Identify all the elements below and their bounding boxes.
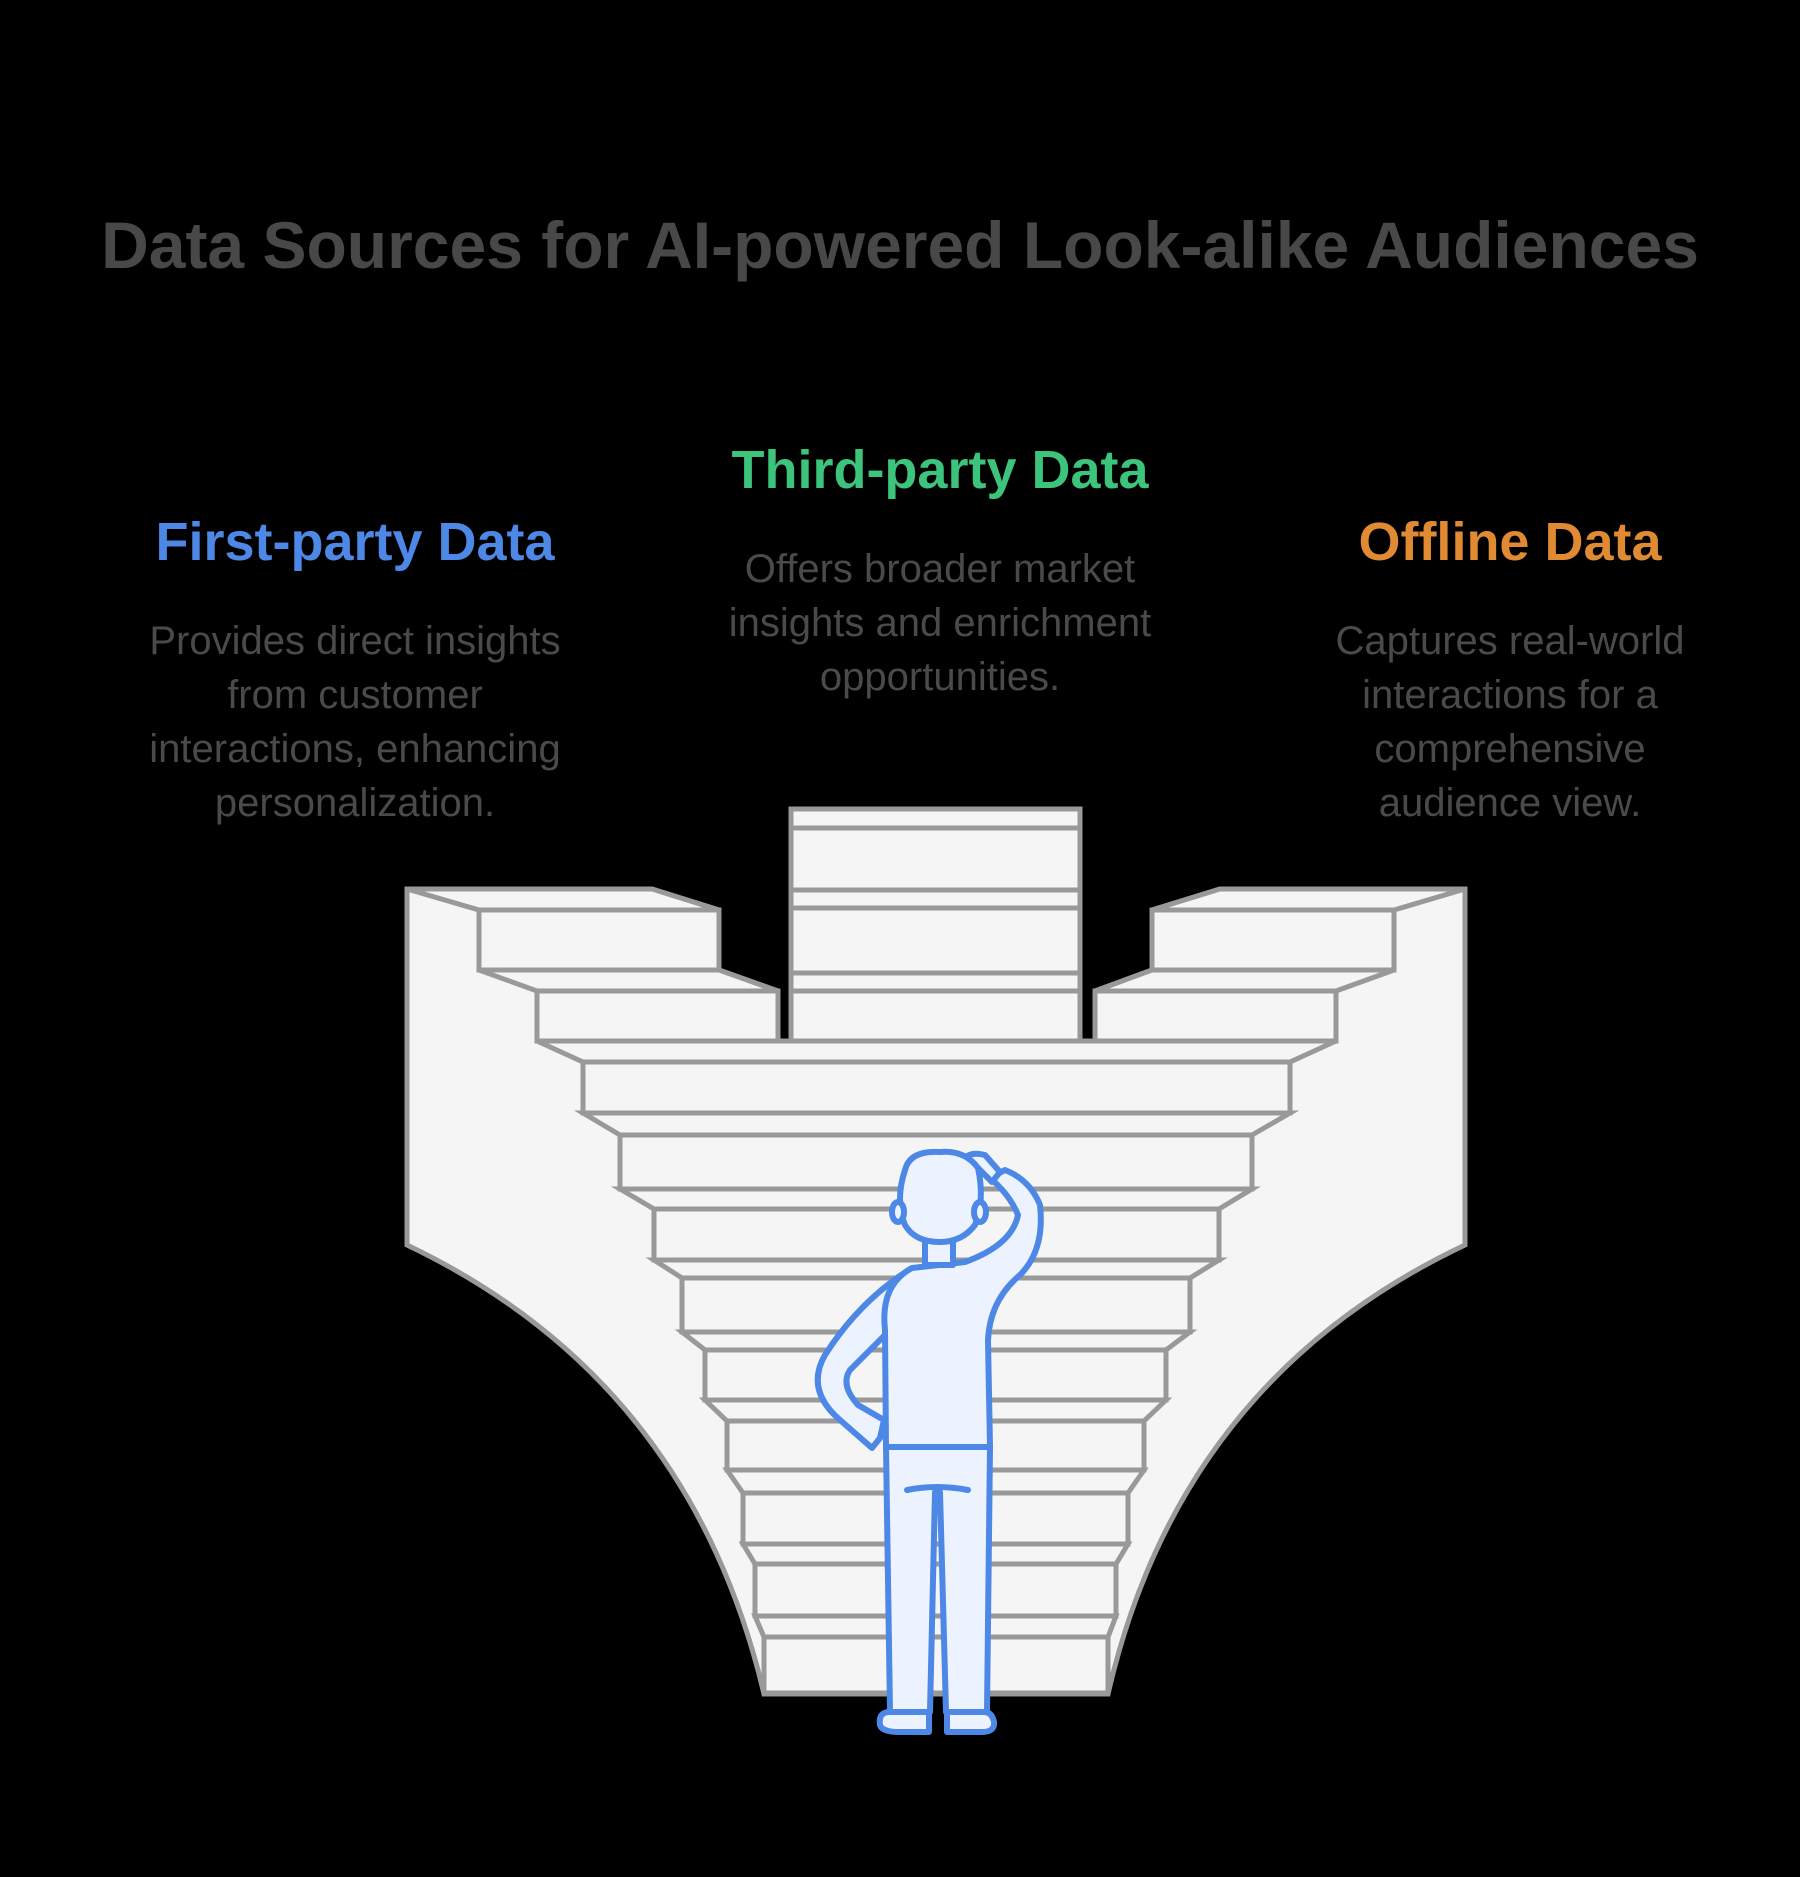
stair-step xyxy=(580,1059,1293,1116)
source-heading-offline: Offline Data xyxy=(1358,512,1662,572)
left-step-2 xyxy=(534,988,781,1044)
desc-line: Captures real-world xyxy=(1335,619,1685,663)
right-ear xyxy=(971,1199,989,1225)
source-heading-first-party: First-party Data xyxy=(155,512,555,572)
desc-line: from customer xyxy=(227,673,483,717)
source-heading-third-party: Third-party Data xyxy=(731,440,1149,500)
right-foot xyxy=(944,1709,998,1735)
head xyxy=(897,1148,984,1245)
torso xyxy=(881,1167,1044,1450)
source-description-third-party: Offers broader market insights and enric… xyxy=(680,542,1200,704)
source-description-offline: Captures real-world interactions for a c… xyxy=(1290,614,1730,830)
stair-step xyxy=(761,1634,1111,1696)
right-step-2 xyxy=(1092,988,1339,1044)
person-figure xyxy=(814,1148,1044,1735)
desc-line: interactions, enhancing xyxy=(149,727,561,771)
left-step-1 xyxy=(476,907,722,973)
left-foot xyxy=(876,1709,932,1735)
source-first-party: First-party Data Provides direct insight… xyxy=(100,510,610,830)
desc-line: opportunities. xyxy=(819,655,1061,699)
left-ear xyxy=(889,1199,907,1225)
seat-seam xyxy=(904,1484,971,1493)
desc-line: insights and enrichment xyxy=(728,601,1152,645)
desc-line: comprehensive xyxy=(1374,727,1646,771)
source-third-party: Third-party Data Offers broader market i… xyxy=(680,438,1200,704)
desc-line: interactions for a xyxy=(1362,673,1658,717)
diagram-title: Data Sources for AI-powered Look-alike A… xyxy=(101,208,1699,282)
desc-line: Provides direct insights xyxy=(149,619,561,663)
desc-line: audience view. xyxy=(1378,781,1642,825)
desc-line: Offers broader market xyxy=(744,547,1136,591)
right-step-1 xyxy=(1149,907,1397,973)
desc-line: personalization. xyxy=(214,781,496,825)
source-offline: Offline Data Captures real-world interac… xyxy=(1290,510,1730,830)
center-tower xyxy=(788,806,1083,1044)
source-description-first-party: Provides direct insights from customer i… xyxy=(100,614,610,830)
